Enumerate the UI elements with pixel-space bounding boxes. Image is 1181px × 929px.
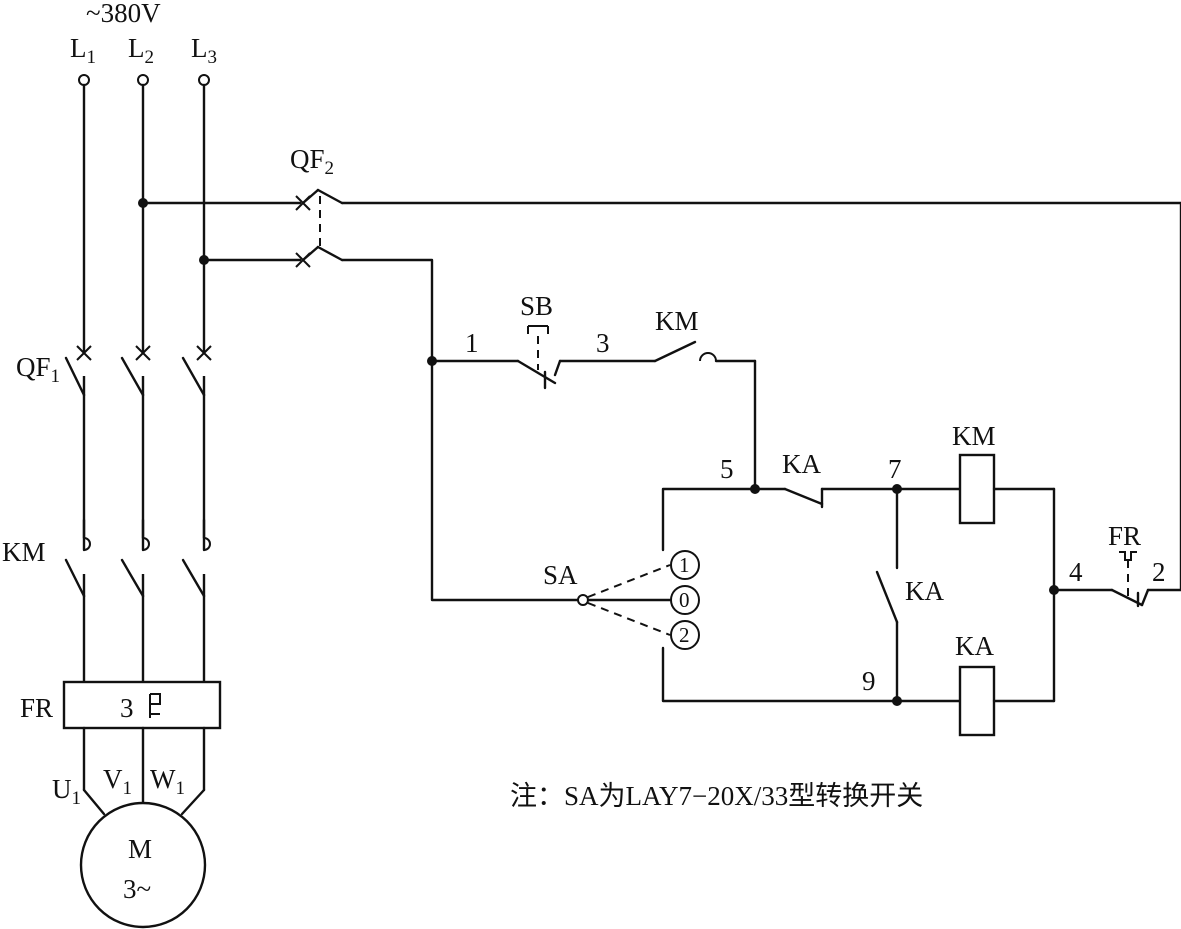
motor-phase-label: 3~ xyxy=(123,874,151,904)
supply-voltage-label: ~380V xyxy=(86,0,161,28)
l2-label: L2 xyxy=(128,33,154,68)
v-label: V1 xyxy=(103,764,132,799)
ka-nc-label: KA xyxy=(782,449,821,479)
fr-contact-label: FR xyxy=(1108,521,1141,551)
sa-position-1: 1 xyxy=(679,553,690,577)
node-1-label: 1 xyxy=(465,328,479,358)
node-2-label: 2 xyxy=(1152,557,1166,587)
node-3-label: 3 xyxy=(596,328,610,358)
node-4-label: 4 xyxy=(1069,557,1083,587)
km-coil-label: KM xyxy=(952,421,996,451)
note-text: 注：SA为LAY7−20X/33型转换开关 xyxy=(510,781,923,811)
node-5-label: 5 xyxy=(720,454,734,484)
wire-sa1-5 xyxy=(661,487,757,552)
control-left-wire xyxy=(340,258,582,602)
ka-nc-contact xyxy=(783,487,824,509)
qf2-breaker xyxy=(295,188,344,268)
node-9-label: 9 xyxy=(862,666,876,696)
km-coil xyxy=(958,453,996,525)
sa-position-0: 0 xyxy=(679,588,690,612)
ka-no-contact xyxy=(875,570,899,624)
qf2-label: QF2 xyxy=(290,144,334,179)
fr-main-label: FR xyxy=(20,693,53,723)
qf1-label: QF1 xyxy=(16,352,60,387)
ka-coil xyxy=(958,665,996,737)
u-label: U1 xyxy=(52,774,81,809)
ka-coil-label: KA xyxy=(955,631,994,661)
motor-label: M xyxy=(128,834,152,864)
km-hold-contact xyxy=(653,340,757,363)
w-label: W1 xyxy=(150,764,185,799)
fr-nc-contact xyxy=(1110,551,1150,608)
ka-no-label: KA xyxy=(905,576,944,606)
l1-label: L1 xyxy=(70,33,96,68)
wire-sa2-9 xyxy=(661,646,962,703)
fr-count-label: 3 xyxy=(120,693,134,723)
km-hold-label: KM xyxy=(655,306,699,336)
sa-label: SA xyxy=(543,560,578,590)
sa-selector-switch xyxy=(577,550,700,650)
control-top-wire xyxy=(340,201,1181,592)
sb-pushbutton xyxy=(516,325,562,390)
km-main-label: KM xyxy=(2,537,46,567)
l1-terminal xyxy=(78,74,90,86)
l3-terminal xyxy=(198,74,210,86)
motor-leads xyxy=(82,726,206,816)
motor-symbol xyxy=(79,801,207,929)
fr-thermal-relay xyxy=(62,680,222,730)
qf1-breaker xyxy=(64,345,220,397)
l2-terminal xyxy=(137,74,149,86)
node-7-label: 7 xyxy=(888,454,902,484)
node-9-junction xyxy=(892,696,902,706)
km-main-contacts xyxy=(64,518,220,598)
sa-position-2: 2 xyxy=(679,623,690,647)
l3-label: L3 xyxy=(191,33,217,68)
sb-label: SB xyxy=(520,291,553,321)
